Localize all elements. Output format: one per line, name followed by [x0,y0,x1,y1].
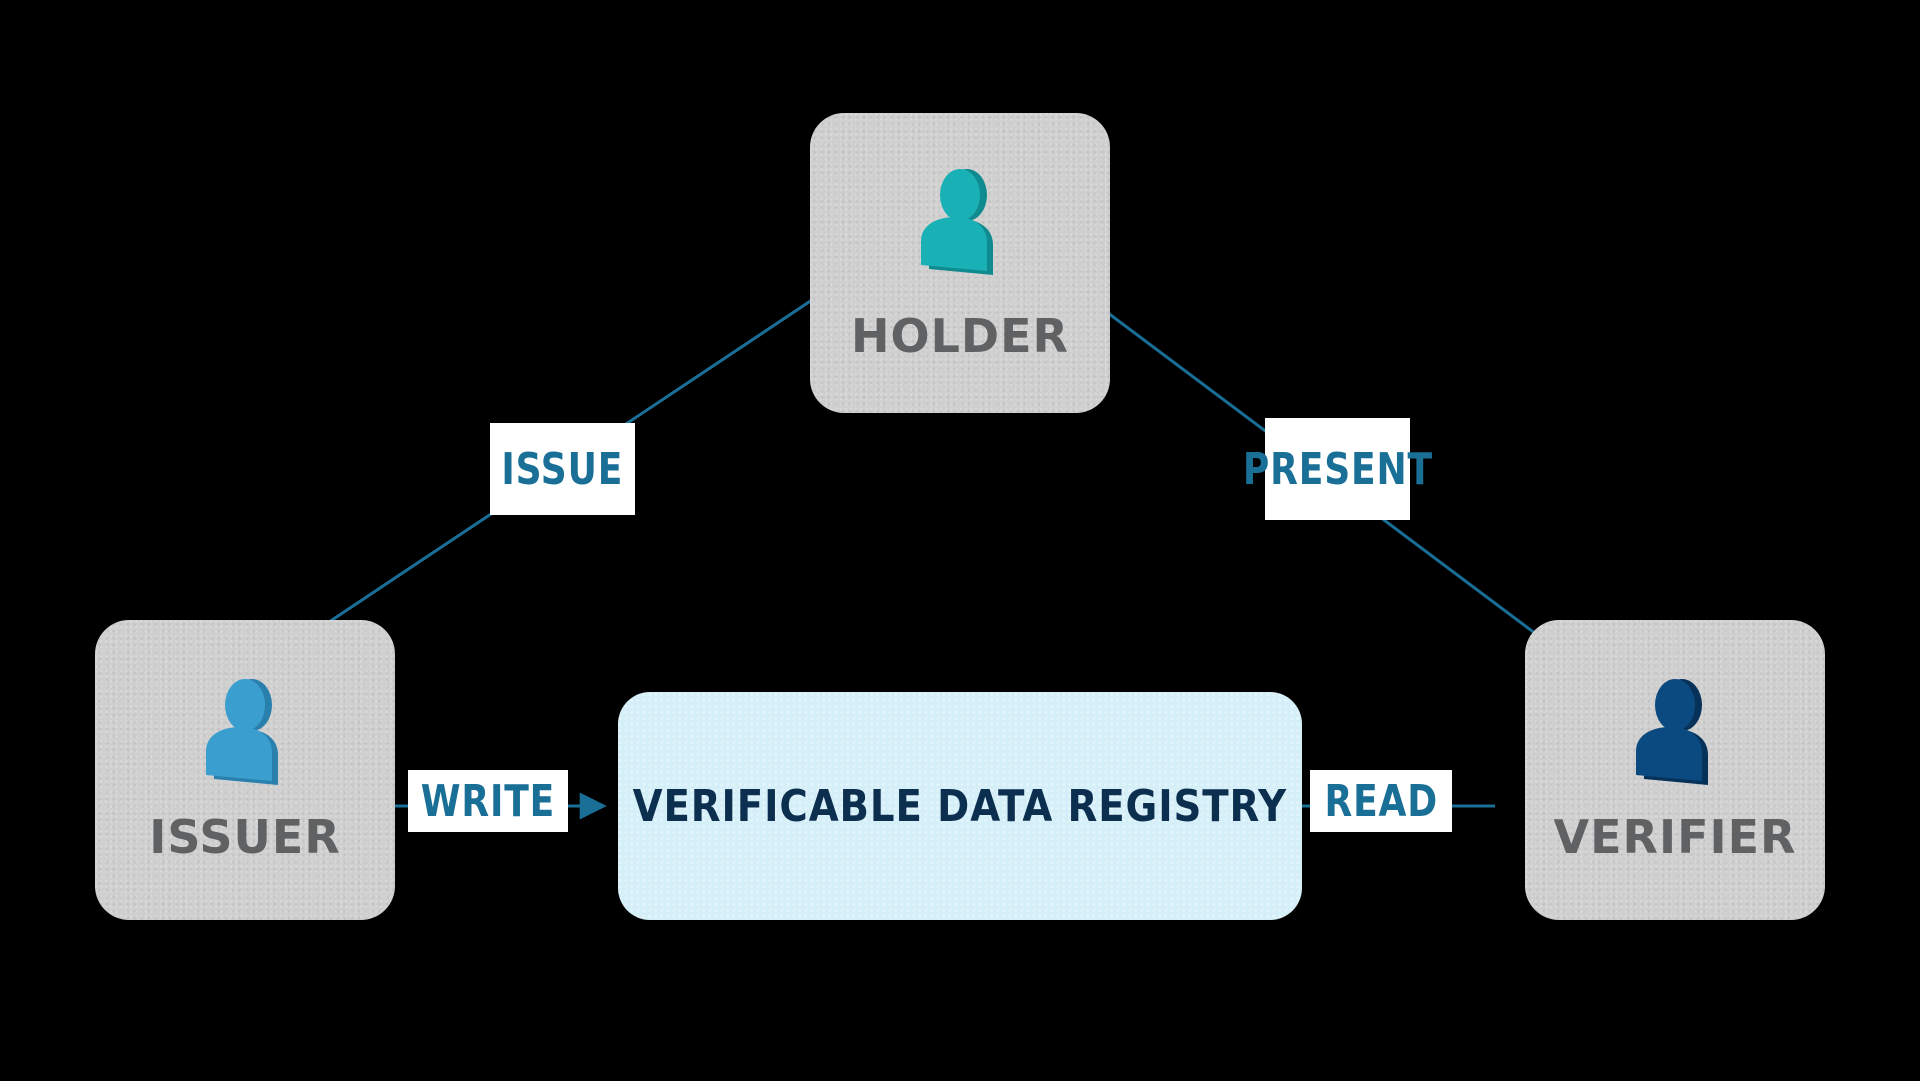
present-label: PRESENT [1242,418,1432,520]
read-label-text: READ [1324,775,1438,827]
person-icon [1636,679,1708,785]
issue-label: ISSUE [490,423,635,515]
person-icon [921,169,993,275]
read-label: READ [1310,770,1452,832]
holder-box: HOLDER [810,113,1110,413]
verifier-label: VERIFIER [1553,810,1797,864]
registry-label: VERIFICABLE DATA REGISTRY [632,780,1288,832]
verifier-box: VERIFIER [1525,620,1825,920]
present-label-text: PRESENT [1242,443,1433,495]
issuer-box: ISSUER [95,620,395,920]
verifiable-data-registry-box: VERIFICABLE DATA REGISTRY [618,692,1302,920]
issue-label-text: ISSUE [501,443,624,495]
issuer-label: ISSUER [149,810,341,864]
holder-label: HOLDER [851,309,1069,363]
write-label-text: WRITE [420,775,556,827]
person-icon [206,679,278,785]
write-label: WRITE [408,770,568,832]
